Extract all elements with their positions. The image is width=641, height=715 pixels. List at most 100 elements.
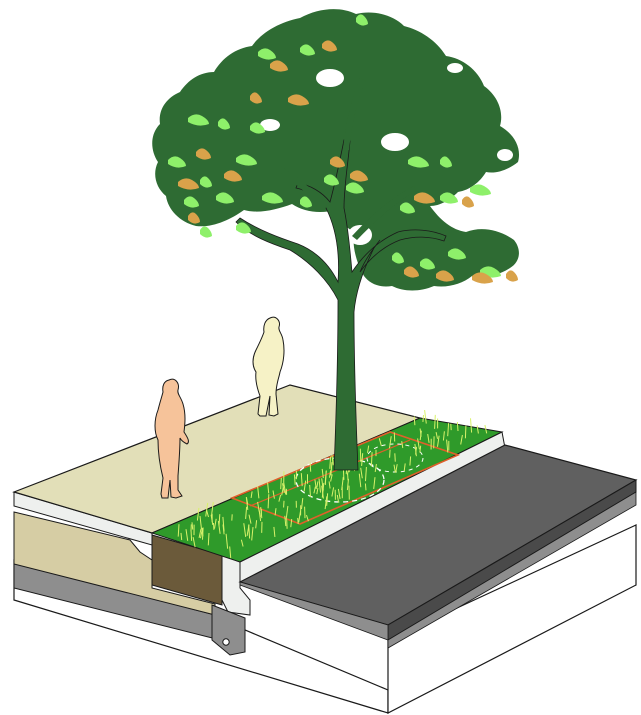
grass-blade: [413, 416, 416, 426]
grass-blade: [185, 529, 189, 541]
grass-blade: [367, 445, 370, 453]
grass-blade: [243, 523, 247, 537]
leaf-autumn: [250, 92, 262, 104]
grass-blade: [346, 478, 349, 491]
leaf-highlight: [400, 202, 415, 214]
drain-pipe: [222, 638, 230, 646]
leaf-highlight: [440, 156, 452, 168]
grass-blade: [424, 410, 427, 424]
grass-blade: [336, 494, 340, 503]
grass-blade: [446, 439, 449, 453]
grass-blade: [180, 532, 183, 541]
grass-blade: [284, 515, 287, 527]
grass-blade: [417, 438, 420, 450]
root-zone-dashed-circle: [295, 457, 385, 503]
grass-blade: [199, 516, 202, 530]
grass-blade: [419, 430, 422, 441]
grass-blade: [316, 481, 319, 488]
grass-blade: [401, 441, 404, 449]
grass-blade: [358, 473, 362, 488]
grass-blade: [422, 414, 424, 422]
leaf-autumn: [188, 212, 200, 224]
leaf-highlight: [216, 192, 234, 204]
grass-blade: [222, 524, 225, 535]
leaf-highlight: [250, 122, 265, 134]
leaf-autumn: [472, 272, 493, 284]
leaf-autumn: [270, 60, 288, 72]
leaf-highlight: [258, 48, 276, 60]
grass-blade: [301, 498, 304, 510]
leaf-autumn: [506, 270, 518, 282]
grass-blade: [324, 496, 328, 510]
grass-blade: [309, 462, 312, 472]
grass-blade: [198, 528, 202, 539]
leaf-highlight: [200, 176, 212, 188]
grass-blade: [321, 485, 324, 499]
grass-blade: [313, 486, 316, 494]
leaf-autumn: [224, 170, 242, 182]
leaf-autumn: [178, 178, 199, 190]
grass-blade: [373, 477, 376, 489]
grass-blade: [330, 474, 333, 482]
grass-blade: [414, 443, 417, 457]
grass-blade: [248, 514, 252, 524]
leaf-autumn: [462, 196, 474, 208]
grass-blade: [476, 425, 479, 434]
leaf-highlight: [408, 156, 429, 168]
grass-blade: [437, 435, 440, 447]
grass-blade: [435, 431, 438, 439]
grass-blade: [324, 470, 327, 484]
canopy-gap-1: [316, 69, 344, 87]
grass-blade: [272, 490, 275, 499]
grass-blade: [360, 467, 363, 479]
grass-blade: [329, 470, 332, 478]
grass-blade: [191, 522, 194, 530]
grass-blade: [250, 491, 253, 498]
grass-blade: [464, 425, 467, 439]
leaf-highlight: [200, 226, 212, 238]
leaf-highlight: [470, 184, 491, 196]
leaf-highlight: [236, 222, 251, 234]
road-base-left: [239, 581, 389, 641]
soil-layer: [13, 511, 216, 616]
grass-blade: [331, 458, 334, 466]
person-back: [252, 316, 285, 417]
leaf-autumn: [322, 40, 337, 52]
block-right-face: [387, 524, 637, 714]
grass-blade: [255, 520, 258, 529]
grass-blade: [337, 488, 341, 499]
grass-blade: [389, 449, 391, 458]
leaf-autumn: [196, 148, 211, 160]
leaf-autumn: [436, 270, 454, 282]
grass-blade: [214, 518, 217, 529]
grass-blade: [395, 464, 398, 473]
grass-blade: [285, 505, 289, 520]
grass-blade: [246, 524, 250, 536]
curb-foot: [211, 604, 246, 656]
grass-blade: [374, 464, 377, 472]
canopy-gap-4: [260, 119, 280, 131]
grass-blade: [447, 423, 450, 437]
grass-blade: [298, 510, 302, 523]
grass-blade: [251, 527, 254, 541]
grass-blade: [456, 421, 459, 432]
grass-blade: [303, 480, 307, 492]
leaf-autumn: [288, 94, 309, 106]
grass-blade: [177, 524, 180, 537]
leaf-highlight: [392, 252, 404, 264]
leaf-highlight: [356, 14, 368, 26]
tree-branch-right: [352, 186, 416, 240]
leaf-highlight: [300, 44, 315, 56]
grass-blade: [328, 481, 331, 489]
grass-blade: [378, 438, 382, 446]
tree: [152, 9, 520, 471]
grass-blade: [321, 468, 324, 479]
grass-blade: [258, 510, 261, 517]
grass-blade: [245, 506, 248, 519]
grass-blade: [217, 520, 221, 534]
grass-blade: [245, 497, 249, 505]
grass-blade: [329, 456, 332, 469]
grass-blade: [321, 478, 324, 491]
grass-blade: [280, 477, 282, 490]
grass-blade: [218, 514, 221, 527]
